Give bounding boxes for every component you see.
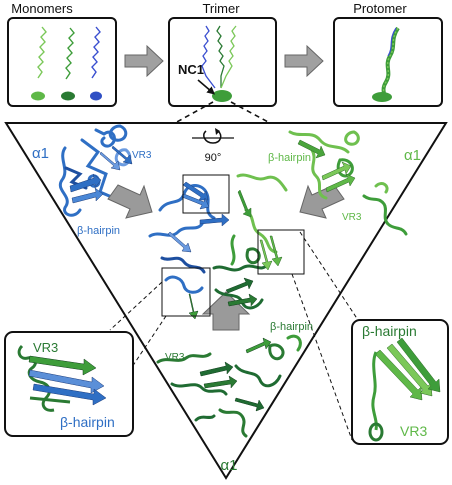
left-inset-panel: VR3 β-hairpin — [4, 331, 134, 437]
right-inset-vr3-label: VR3 — [400, 423, 427, 439]
protomer-title: Protomer — [353, 1, 407, 16]
lightgreen-sheets — [297, 139, 356, 193]
rotation-indicator: 90° — [192, 128, 234, 164]
blue-alpha1-label: α1 — [32, 145, 49, 162]
arrow-lightgreen-into-trimer — [299, 184, 345, 219]
darkgreen-hairpin-label: β-hairpin — [270, 321, 313, 333]
central-trimer-cartoon — [148, 173, 288, 310]
lightgreen-alpha1-label: α1 — [404, 147, 421, 164]
darkgreen-vr3-label: VR3 — [165, 352, 185, 363]
bottom-alpha1-label: α1 — [220, 457, 237, 474]
selection-box-top — [182, 174, 230, 214]
selection-box-right — [257, 229, 305, 275]
selection-box-left — [161, 267, 211, 317]
blue-hairpin-label: β-hairpin — [77, 225, 120, 237]
right-inset-hairpin-label: β-hairpin — [362, 323, 417, 339]
trimer-panel: NC1 — [168, 17, 277, 107]
lightgreen-vr3-label: VR3 — [342, 212, 362, 223]
arrow-blue-into-trimer — [107, 184, 153, 219]
arrow-monomers-to-trimer — [124, 44, 164, 78]
blue-vr3-label: VR3 — [132, 150, 152, 161]
monomers-title: Monomers — [11, 1, 73, 16]
monomers-panel — [7, 17, 117, 107]
rotation-label: 90° — [205, 152, 222, 164]
protomer-panel — [333, 17, 443, 107]
right-inset-panel: β-hairpin VR3 — [351, 319, 449, 445]
trimer-title: Trimer — [202, 1, 240, 16]
left-inset-hairpin-label: β-hairpin — [60, 414, 115, 430]
blue-sheets — [69, 145, 133, 204]
lightgreen-hairpin-label: β-hairpin — [268, 152, 311, 164]
zoom-line-right — [230, 101, 271, 124]
zoom-line-left — [174, 101, 214, 124]
arrow-trimer-to-protomer — [284, 44, 324, 78]
darkgreen-sheets — [199, 337, 272, 412]
central-trimer-sheets — [167, 181, 283, 320]
left-inset-vr3-label: VR3 — [33, 340, 58, 355]
darkgreen-monomer-cartoon — [156, 334, 302, 438]
nc1-label: NC1 — [178, 62, 204, 77]
